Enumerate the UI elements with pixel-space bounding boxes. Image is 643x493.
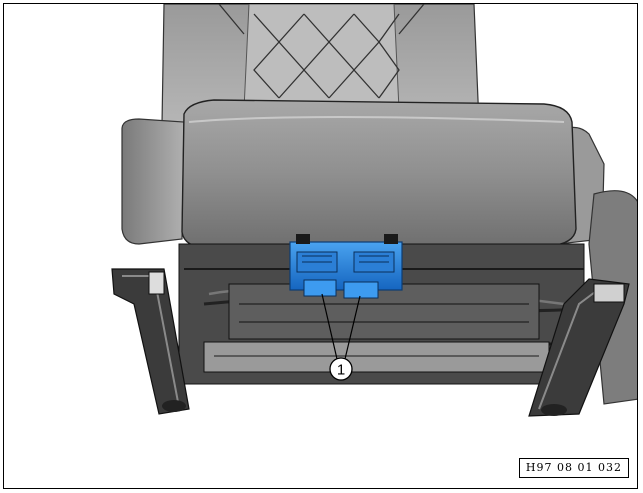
right-seat-rail: [528, 278, 630, 417]
callout-number: 1: [337, 362, 345, 379]
left-seat-rail: [111, 268, 190, 415]
callout-1: 1: [321, 293, 361, 381]
seat-illustration: 1: [111, 4, 637, 417]
highlighted-control-unit: [289, 234, 403, 299]
figure-reference-code: H97 08 01 032: [518, 458, 629, 478]
seat-cushion: [181, 99, 577, 250]
figure-frame: 1 H97 08 01 032: [3, 3, 638, 489]
